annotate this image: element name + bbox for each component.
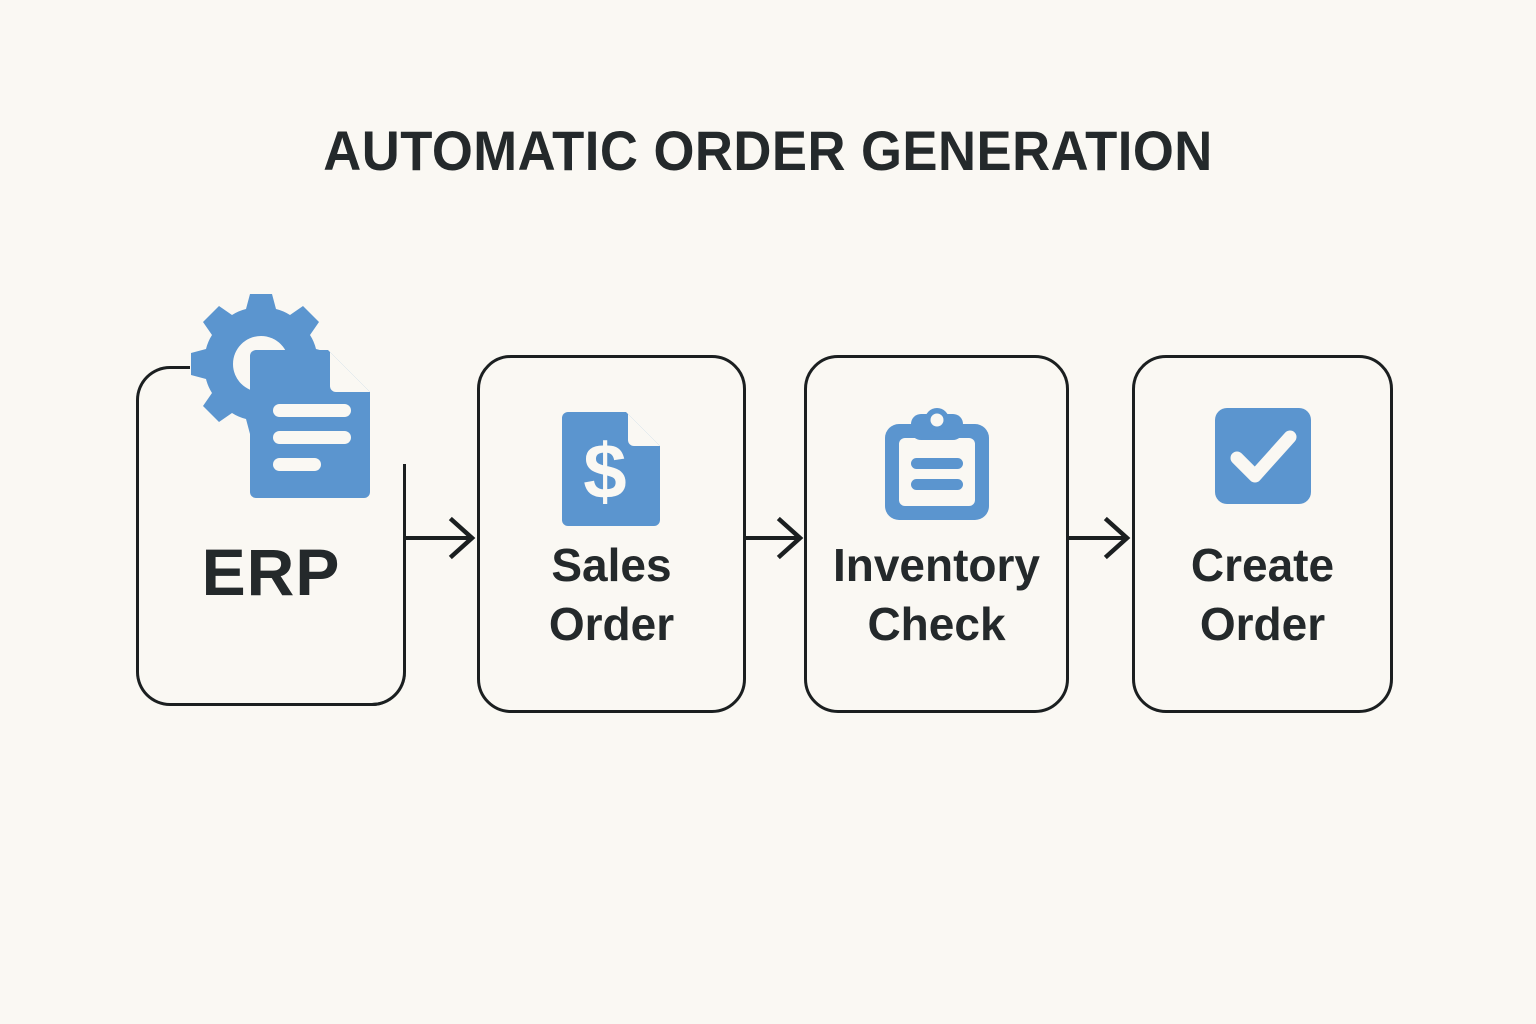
arrow-right-icon [404, 508, 482, 568]
dollar-document-icon: $ [560, 406, 664, 531]
node-label-erp: ERP [201, 535, 341, 609]
node-label-inventory-check: Inventory Check [832, 539, 1041, 650]
icon-slot: $ [480, 406, 743, 531]
flow-node-create-order[interactable]: Create Order [1132, 355, 1393, 713]
svg-text:$: $ [583, 427, 626, 515]
node-content: Create Order [1135, 358, 1390, 710]
node-right-edge [402, 464, 406, 672]
label-slot: Create Order [1135, 536, 1390, 654]
icon-slot [1135, 406, 1390, 511]
label-slot: Inventory Check [807, 536, 1066, 654]
label-slot: Sales Order [480, 536, 743, 654]
flow-node-erp[interactable]: ERP [136, 294, 420, 706]
page-title: AUTOMATIC ORDER GENERATION [323, 119, 1213, 182]
icon-slot [807, 406, 1066, 529]
flow-node-sales-order[interactable]: $ Sales Order [477, 355, 746, 713]
node-bottom-right-corner [370, 670, 406, 706]
gear-document-icon [186, 288, 386, 498]
arrow-right-icon [744, 508, 808, 568]
node-label-sales-order: Sales Order [548, 539, 675, 650]
node-label-create-order: Create Order [1190, 539, 1335, 650]
arrow-right-icon [1067, 508, 1135, 568]
node-content: Inventory Check [807, 358, 1066, 710]
node-content: $ Sales Order [480, 358, 743, 710]
check-square-icon [1213, 406, 1313, 511]
clipboard-icon [881, 406, 993, 529]
flow-node-inventory-check[interactable]: Inventory Check [804, 355, 1069, 713]
